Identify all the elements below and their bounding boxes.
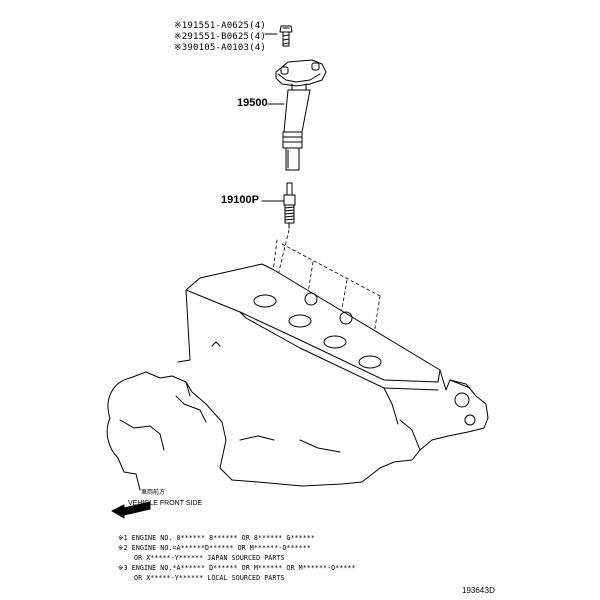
- note-line: OR X*****-Y****** LOCAL SOURCED PARTS: [134, 574, 285, 582]
- vehicle-front-label: VEHICLE FRONT SIDE: [128, 500, 203, 507]
- spark-plug-illustration: [283, 182, 296, 229]
- spark-plug-part-number: 19100P: [221, 194, 259, 206]
- coil-part-number: 19500: [237, 97, 268, 109]
- note-line: ※3 ENGINE NO.*A****** D****** OR M******…: [118, 564, 356, 572]
- note-line: ※1 ENGINE NO. 0****** 8****** OR 8******…: [118, 534, 315, 542]
- illustration-code: 19364ЗD: [462, 586, 495, 595]
- note-line: OR X*****-Y****** JAPAN SOURCED PARTS: [134, 554, 285, 562]
- ignition-coil-illustration: [275, 59, 327, 171]
- note-line: ※2 ENGINE NO.=A******D****** OR M******-…: [118, 544, 311, 552]
- bolt-part-ref-2: ※291551-B0625(4): [174, 32, 267, 42]
- vehicle-front-arrow: [111, 501, 151, 519]
- vehicle-front-label-japanese: 車両前方: [141, 489, 166, 496]
- engine-block-illustration: [106, 263, 489, 491]
- leader-lines: [261, 103, 285, 202]
- bolt-part-ref-3: ※390105-A0103(4): [174, 43, 267, 53]
- bolt-illustration: [264, 25, 293, 47]
- bolt-part-ref-1: ※191551-A0625(4): [174, 21, 267, 31]
